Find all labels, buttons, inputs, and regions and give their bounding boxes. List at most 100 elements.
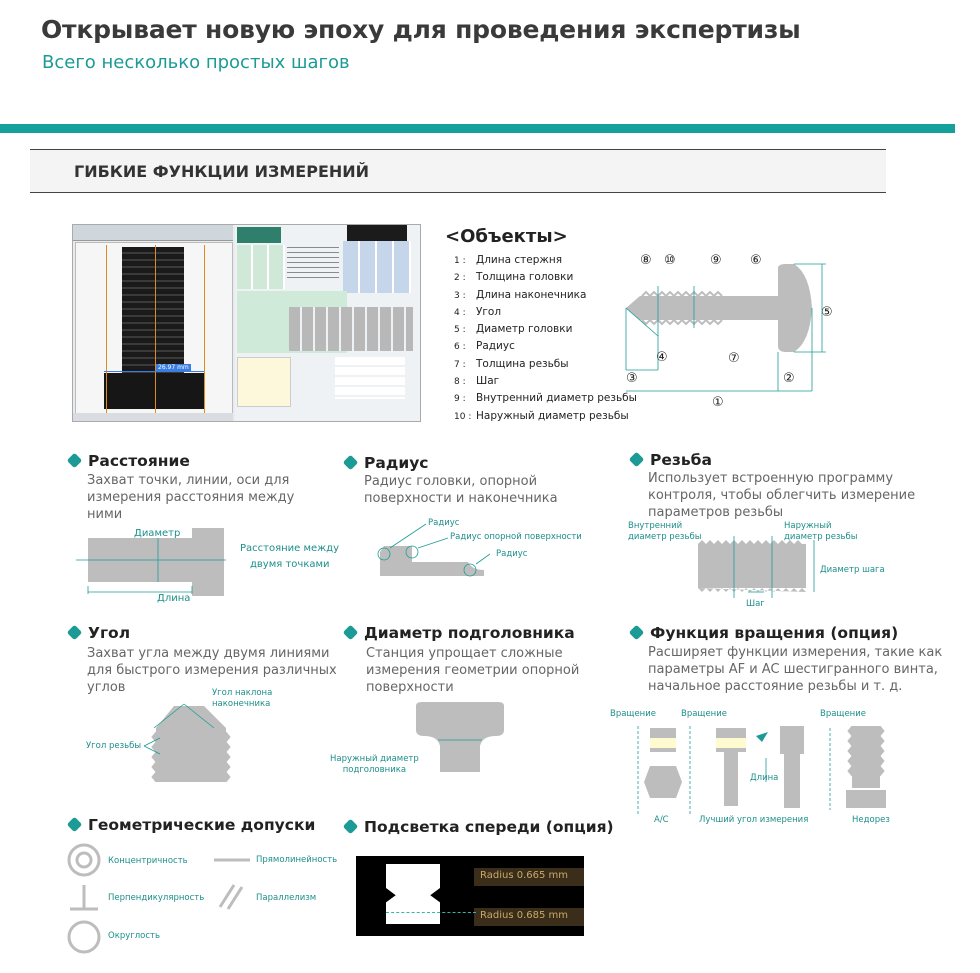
label-thread-angle: Угол резьбы	[86, 741, 142, 751]
label-straight: Прямолинейность	[256, 855, 338, 865]
panel-buttons-b	[343, 241, 411, 293]
marker-10: ⑩	[664, 253, 676, 268]
feature-tolerance-title: Геометрические допуски	[66, 816, 315, 834]
marker-9: ⑨	[710, 253, 722, 268]
measure-text-2: Radius 0.685 mm	[480, 910, 568, 921]
orange-guide-left	[106, 245, 107, 413]
angle-diagram	[143, 703, 231, 783]
radius-diagram	[377, 523, 491, 577]
label-two-points: двумя точками	[250, 559, 330, 570]
label-perpendicular: Перпендикулярность	[108, 893, 205, 903]
measure-line	[104, 371, 204, 372]
label-ac: A/C	[654, 815, 669, 825]
orange-guide-right	[204, 245, 205, 413]
list-item: 5 :Диаметр головки	[454, 323, 573, 336]
thread-teeth	[641, 290, 723, 326]
concentric-icon	[67, 843, 101, 877]
page-title: Открывает новую эпоху для проведения экс…	[41, 15, 801, 44]
list-item: 6 :Радиус	[454, 340, 515, 353]
center-line	[155, 245, 156, 413]
marker-6: ⑥	[750, 253, 762, 268]
measure-box-2	[474, 908, 584, 926]
thread-diagram	[698, 536, 815, 598]
panel-text	[287, 247, 339, 281]
roundness-icon	[67, 920, 101, 954]
feature-rotation-desc: Расширяет функции измерения, такие как п…	[648, 645, 943, 694]
panel-fields	[335, 357, 405, 399]
status-strip	[73, 413, 233, 421]
backlight-image: Radius 0.665 mm Radius 0.685 mm	[356, 856, 584, 936]
feature-radius-title: Радиус	[342, 454, 429, 472]
label-pitch-diameter: Диаметр шага	[820, 565, 885, 575]
feature-subhead-title: Диаметр подголовника	[342, 624, 575, 642]
measure-label: 26.97 mm	[156, 364, 191, 371]
feature-subhead-desc: Станция упрощает сложные измерения геоме…	[366, 646, 580, 695]
teal-divider	[0, 124, 955, 133]
software-screenshot: 26.97 mm	[72, 224, 421, 422]
label-pitch: Шаг	[746, 599, 765, 609]
panel-buttons-a	[237, 245, 285, 289]
panel-readout	[347, 225, 407, 241]
marker-8: ⑧	[640, 253, 652, 268]
list-item: 8 :Шаг	[454, 375, 500, 388]
label-rotation-1: Вращение	[610, 709, 656, 719]
list-item: 9 :Внутренний диаметр резьбы	[454, 392, 637, 405]
label-between: Расстояние между	[240, 543, 340, 554]
bullet-icon	[66, 624, 83, 641]
list-item: 7 :Толщина резьбы	[454, 357, 569, 370]
dimension-lines	[625, 263, 826, 392]
control-panel	[235, 225, 420, 421]
feature-angle-title: Угол	[66, 624, 130, 642]
label-radius-2: Радиус опорной поверхности	[450, 532, 582, 542]
list-item: 10 :Наружный диаметр резьбы	[454, 409, 629, 422]
bolt-head	[104, 373, 204, 409]
distance-diagram	[76, 528, 226, 596]
bolt-shape	[626, 264, 812, 352]
bullet-icon	[342, 624, 359, 641]
label-rotation-length: Длина	[750, 773, 779, 783]
feature-thread-desc: Использует встроенную программу контроля…	[648, 471, 916, 520]
label-parallel: Параллелизм	[256, 893, 317, 903]
measure-box-1	[474, 868, 584, 886]
marker-3: ③	[626, 371, 638, 386]
marker-4: ④	[656, 350, 668, 365]
label-rotation-3: Вращение	[820, 709, 866, 719]
page-subtitle: Всего несколько простых шагов	[42, 52, 350, 73]
feature-backlight-title: Подсветка спереди (опция)	[342, 818, 614, 836]
section-title: ГИБКИЕ ФУНКЦИИ ИЗМЕРЕНИЙ	[74, 162, 370, 181]
label-best-angle: Лучший угол измерения	[699, 815, 809, 825]
list-item: 3 :Длина наконечника	[454, 288, 587, 301]
bolt-shank	[122, 247, 184, 375]
tolerance-symbols	[67, 843, 250, 954]
label-concentric: Концентричность	[108, 856, 188, 866]
label-undercut: Недорез	[852, 815, 890, 825]
bolt-diagram: ① ② ③ ④ ⑤ ⑥ ⑦ ⑧ ⑩ ⑨	[625, 253, 833, 410]
measure-guide	[386, 912, 476, 913]
toolbar	[73, 225, 233, 241]
measure-text-1: Radius 0.665 mm	[480, 870, 568, 881]
subhead-diagram	[416, 702, 504, 772]
section-header-box	[30, 149, 886, 193]
list-item: 1 :Длина стержня	[454, 254, 563, 266]
feature-rotation-title: Функция вращения (опция)	[628, 624, 898, 642]
label-diameter: Диаметр	[134, 528, 181, 539]
parallel-icon	[218, 884, 236, 908]
label-radius-3: Радиус	[496, 549, 528, 559]
feature-distance-title: Расстояние	[66, 452, 190, 470]
objects-title: <Объекты>	[445, 226, 568, 247]
part-silhouette	[386, 864, 440, 924]
camera-view: 26.97 mm	[75, 242, 233, 414]
bullet-icon	[66, 452, 83, 469]
marker-1: ①	[712, 395, 724, 410]
panel-notes	[237, 357, 291, 407]
objects-list: 1 :Длина стержня 2 :Толщина головки 3 :Д…	[454, 252, 637, 425]
bullet-icon	[628, 451, 645, 468]
bullet-icon	[342, 454, 359, 471]
rotation-diagram	[637, 725, 886, 814]
feature-angle-desc: Захват угла между двумя линиями для быст…	[87, 646, 337, 695]
feature-radius-desc: Радиус головки, опорной поверхности и на…	[364, 474, 558, 506]
